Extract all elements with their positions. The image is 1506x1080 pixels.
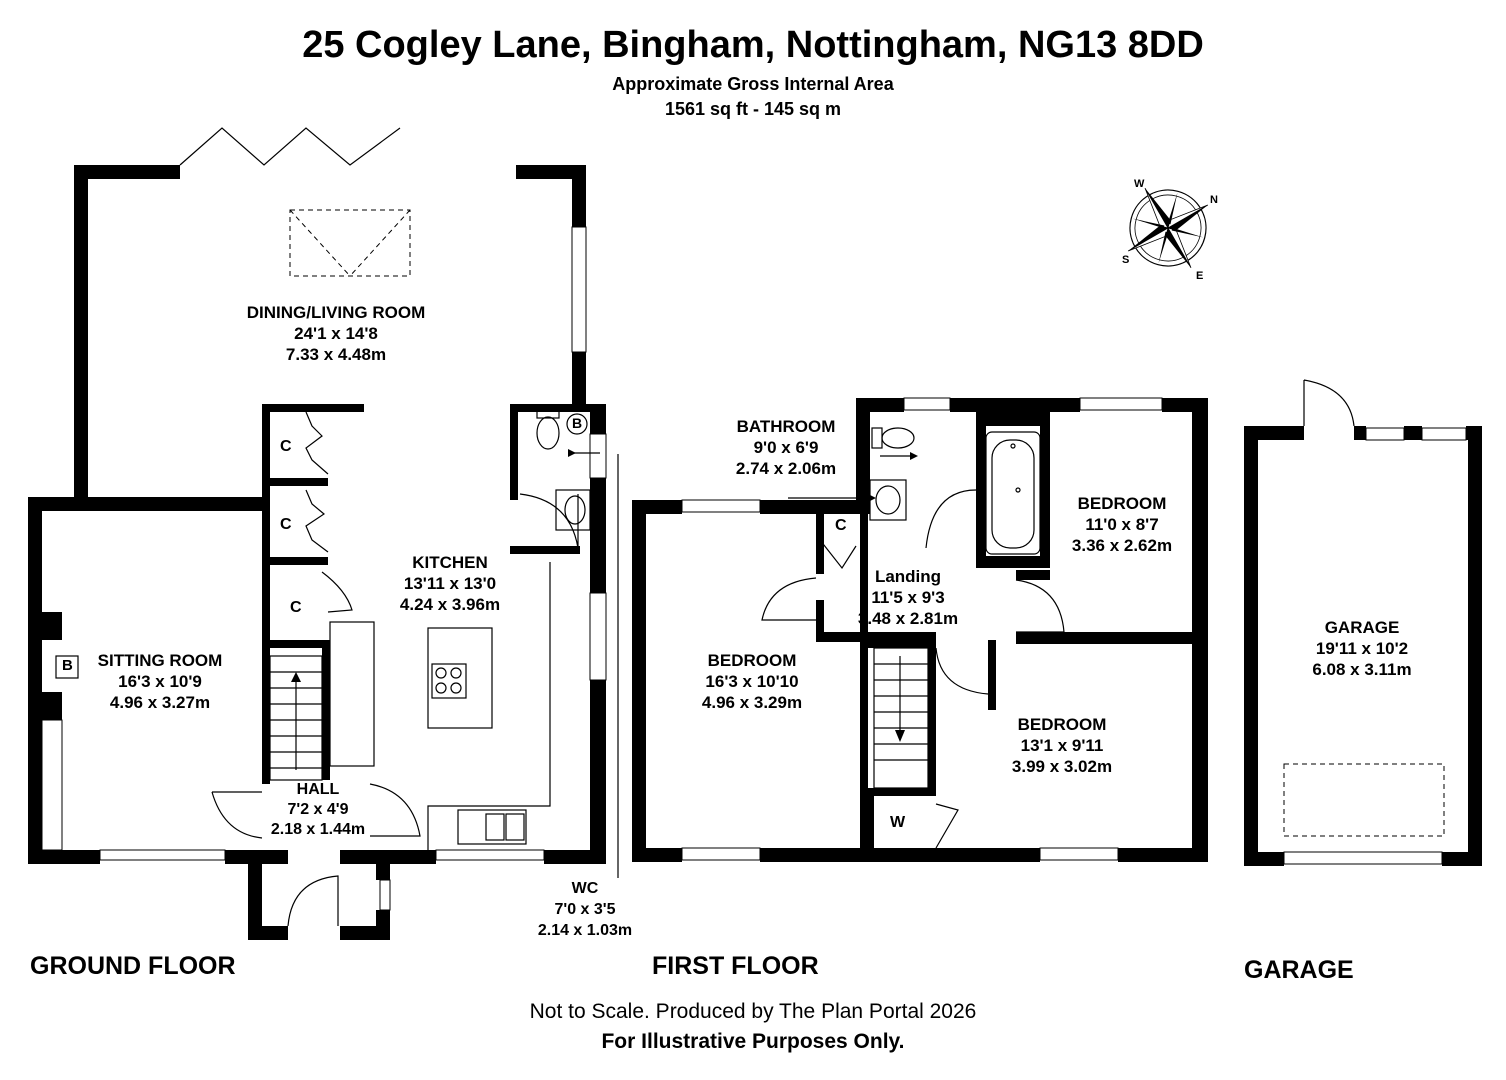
area-value: 1561 sq ft - 145 sq m	[664, 99, 842, 119]
floor-label-garage: GARAGE	[1244, 956, 1354, 984]
room-bedroom-2: BEDROOM 11'0 x 8'7 3.36 x 2.62m	[1052, 493, 1192, 556]
room-imperial: 7'2 x 4'9	[287, 801, 349, 818]
room-bathroom: BATHROOM 9'0 x 6'9 2.74 x 2.06m	[716, 416, 856, 479]
area-title: Approximate Gross Internal Area	[612, 74, 894, 94]
room-metric: 6.08 x 3.11m	[1312, 660, 1412, 679]
compass-rose-icon	[1127, 187, 1209, 269]
room-metric: 4.96 x 3.27m	[109, 693, 211, 712]
room-dining-living: DINING/LIVING ROOM 24'1 x 14'8 7.33 x 4.…	[216, 302, 456, 365]
room-name: BEDROOM	[1017, 715, 1107, 734]
compass-n: N	[1210, 194, 1218, 206]
compass-e: E	[1196, 270, 1204, 282]
room-name: WC	[571, 880, 599, 897]
first-floor-fixtures	[761, 427, 1065, 849]
room-name: BEDROOM	[1077, 494, 1167, 513]
room-bedroom-1: BEDROOM 16'3 x 10'10 4.96 x 3.29m	[682, 650, 822, 713]
cupboard-marker: C	[290, 599, 302, 616]
room-metric: 3.36 x 2.62m	[1071, 536, 1173, 555]
floor-label-first: FIRST FLOOR	[652, 952, 819, 980]
room-imperial: 16'3 x 10'10	[705, 672, 799, 691]
room-name: BATHROOM	[736, 417, 836, 436]
first-floor-windows	[681, 397, 1163, 861]
garage-fixtures	[1283, 379, 1467, 865]
first-floor-walls	[632, 398, 1208, 862]
floor-label-ground: GROUND FLOOR	[30, 952, 236, 980]
room-metric: 2.18 x 1.44m	[270, 821, 366, 838]
room-name: HALL	[296, 781, 340, 798]
cupboard-marker: C	[280, 516, 292, 533]
ground-floor-fixtures	[55, 127, 619, 927]
room-imperial: 13'11 x 13'0	[403, 574, 497, 593]
room-imperial: 19'11 x 10'2	[1315, 639, 1409, 658]
ground-floor-windows	[41, 226, 607, 911]
wardrobe-marker: W	[890, 814, 906, 831]
cupboard-marker: C	[280, 438, 292, 455]
footer-note: Not to Scale. Produced by The Plan Porta…	[529, 1000, 977, 1023]
room-metric: 3.99 x 3.02m	[1011, 757, 1113, 776]
room-landing: Landing 11'5 x 9'3 3.48 x 2.81m	[838, 566, 978, 629]
room-hall: HALL 7'2 x 4'9 2.18 x 1.44m	[250, 780, 386, 840]
ground-floor-walls	[28, 165, 606, 940]
room-garage: GARAGE 19'11 x 10'2 6.08 x 3.11m	[1292, 617, 1432, 680]
room-name: GARAGE	[1324, 618, 1400, 637]
room-metric: 2.14 x 1.03m	[537, 922, 633, 939]
room-name: SITTING ROOM	[97, 651, 223, 670]
room-name: KITCHEN	[412, 553, 488, 572]
room-imperial: 16'3 x 10'9	[118, 672, 202, 691]
room-bedroom-3: BEDROOM 13'1 x 9'11 3.99 x 3.02m	[992, 714, 1132, 777]
compass-s: S	[1122, 254, 1130, 266]
room-sitting: SITTING ROOM 16'3 x 10'9 4.96 x 3.27m	[80, 650, 240, 713]
compass-w: W	[1134, 178, 1145, 190]
room-metric: 4.96 x 3.29m	[701, 693, 803, 712]
room-kitchen: KITCHEN 13'11 x 13'0 4.24 x 3.96m	[370, 552, 530, 615]
room-name: DINING/LIVING ROOM	[246, 303, 426, 322]
room-imperial: 7'0 x 3'5	[554, 901, 616, 918]
garage-walls	[1244, 426, 1482, 866]
room-name: BEDROOM	[707, 651, 797, 670]
room-imperial: 11'5 x 9'3	[871, 588, 945, 607]
boiler-marker: B	[62, 657, 73, 674]
room-name: Landing	[874, 567, 942, 586]
room-wc: WC 7'0 x 3'5 2.14 x 1.03m	[520, 878, 650, 941]
room-imperial: 9'0 x 6'9	[753, 438, 819, 457]
room-imperial: 24'1 x 14'8	[294, 324, 378, 343]
footer-disclaimer: For Illustrative Purposes Only.	[601, 1030, 905, 1053]
room-metric: 2.74 x 2.06m	[735, 459, 837, 478]
boiler-marker: B	[572, 415, 583, 431]
cupboard-marker: C	[835, 517, 847, 534]
room-metric: 4.24 x 3.96m	[399, 595, 501, 614]
room-metric: 7.33 x 4.48m	[285, 345, 387, 364]
room-metric: 3.48 x 2.81m	[857, 609, 959, 628]
room-imperial: 11'0 x 8'7	[1085, 515, 1159, 534]
property-address: 25 Cogley Lane, Bingham, Nottingham, NG1…	[302, 24, 1204, 66]
room-imperial: 13'1 x 9'11	[1020, 736, 1104, 755]
